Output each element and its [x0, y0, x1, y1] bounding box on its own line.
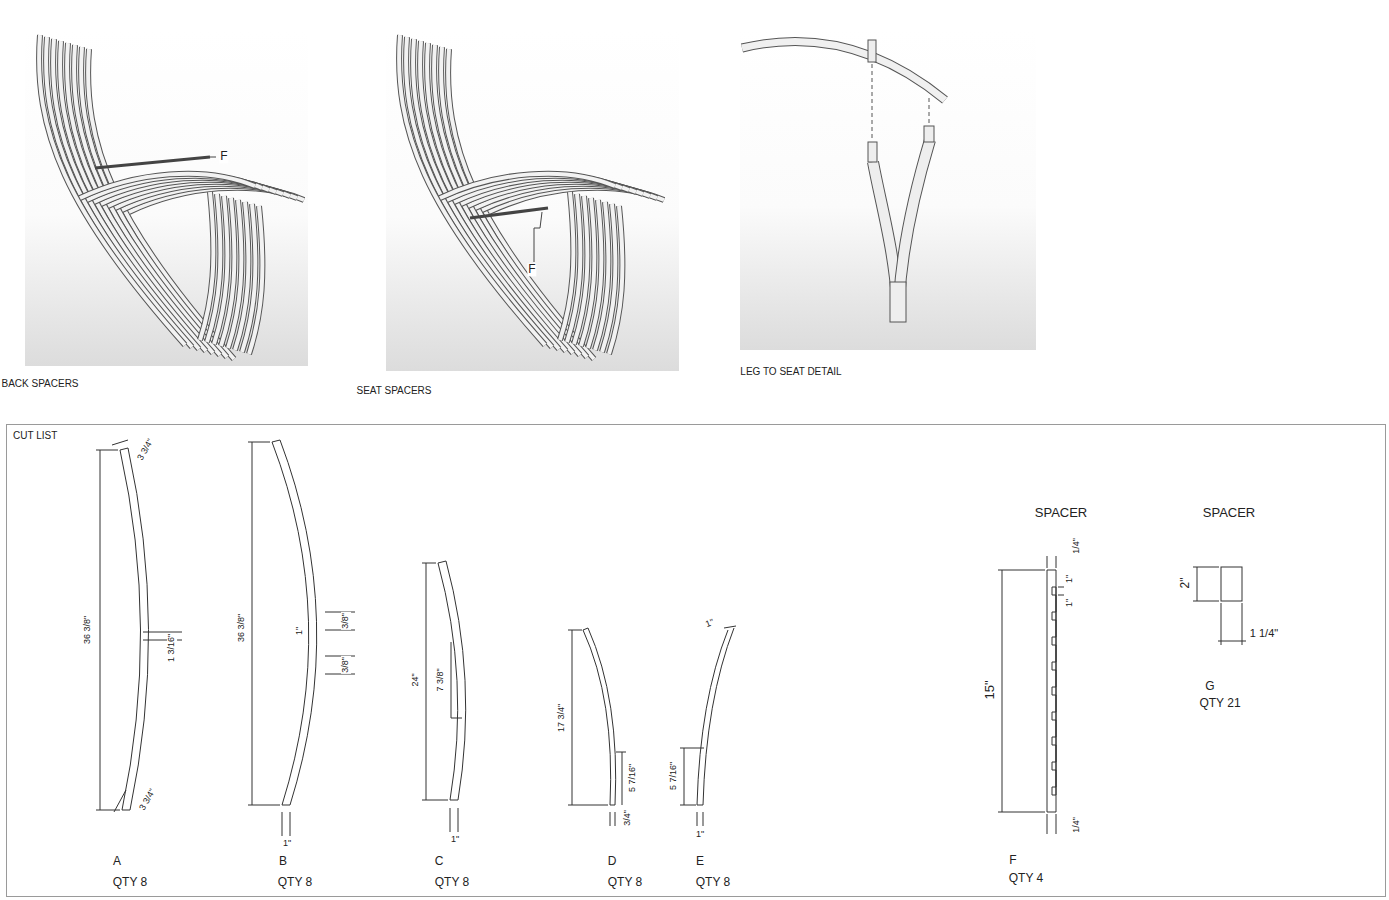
- dimension: 5 7/16": [669, 761, 679, 791]
- dimension: 17 3/4": [557, 703, 567, 733]
- part-quantity: QTY 8: [112, 876, 148, 889]
- dimension: 24": [411, 672, 421, 687]
- part-quantity: QTY 8: [434, 876, 470, 889]
- cut-list-panel: CUT LIST: [6, 424, 1386, 897]
- dimension: 1 1/4": [1249, 627, 1279, 639]
- part-letter: G: [1204, 680, 1215, 693]
- view-caption: LEG TO SEAT DETAIL: [739, 366, 842, 377]
- dimension: 1": [704, 618, 717, 631]
- dimension: 3 3/4": [137, 787, 158, 814]
- dimension: 3/8": [341, 612, 351, 630]
- dimension: 5 7/16": [628, 763, 638, 793]
- part-quantity: QTY 8: [277, 876, 313, 889]
- callout-letter: F: [219, 150, 228, 163]
- callout-letter: F: [527, 263, 536, 276]
- dimension: 36 3/8": [83, 615, 93, 645]
- dimension: 7 3/8": [436, 667, 446, 692]
- part-letter: E: [695, 855, 705, 868]
- dimension: 1/4": [1072, 816, 1082, 834]
- dimension: 36 3/8": [237, 613, 247, 643]
- dimension: 1/4": [1072, 537, 1082, 555]
- part-letter: B: [278, 855, 288, 868]
- part-quantity: QTY 21: [1198, 697, 1241, 710]
- dimension: 1 3/16": [167, 633, 177, 663]
- dimension: 2": [1179, 577, 1192, 590]
- dimension: 1": [282, 839, 292, 849]
- dimension: 3/4": [623, 809, 633, 827]
- dimension: 1": [1065, 598, 1075, 608]
- view-caption: SEAT SPACERS: [355, 385, 432, 396]
- part-quantity: QTY 8: [695, 876, 731, 889]
- part-quantity: QTY 4: [1008, 872, 1044, 885]
- part-quantity: QTY 8: [607, 876, 643, 889]
- dimension: 1": [1065, 574, 1075, 584]
- dimension: 15": [983, 679, 997, 700]
- spacer-heading: SPACER: [1202, 506, 1257, 520]
- dimension: 1": [295, 626, 305, 636]
- spacer-heading: SPACER: [1034, 506, 1089, 520]
- view-caption: BACK SPACERS: [0, 378, 79, 389]
- part-letter: C: [434, 855, 445, 868]
- part-letter: D: [607, 855, 618, 868]
- part-letter: A: [112, 855, 122, 868]
- dimension: 3 3/4": [135, 437, 156, 464]
- panel-heading: CUT LIST: [13, 430, 57, 441]
- part-letter: F: [1008, 854, 1017, 867]
- dimension: 1": [695, 830, 705, 840]
- dimension: 1": [450, 835, 460, 845]
- dimension: 3/8": [341, 656, 351, 674]
